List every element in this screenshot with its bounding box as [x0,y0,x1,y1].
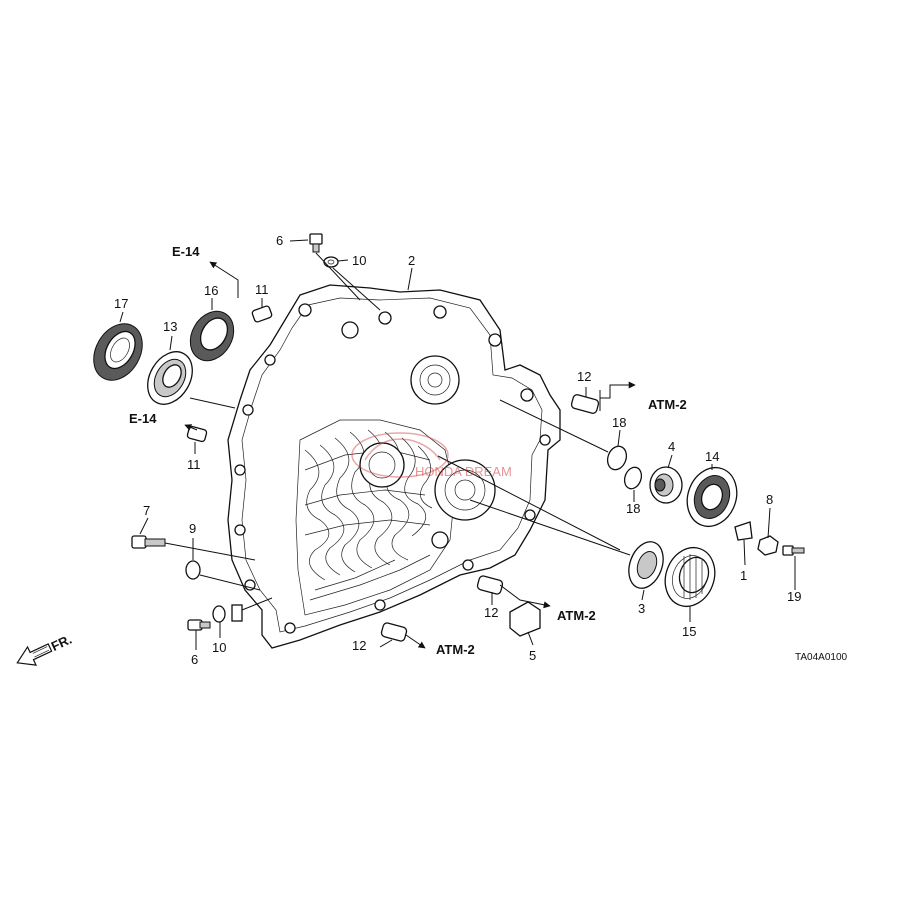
clip-1 [734,521,753,541]
cover-4 [649,466,683,504]
label-part-9: 9 [189,521,196,536]
front-arrow-icon [16,643,53,666]
bolt-19 [782,545,805,556]
bearing-15 [664,546,716,608]
bearing-14 [686,466,738,528]
flange-bolt-holes [234,303,551,634]
ref-atm2-bottom: ATM-2 [436,642,475,657]
label-part-10: 10 [352,253,366,268]
label-part-8: 8 [766,492,773,507]
label-part-19: 19 [787,589,801,604]
label-part-13: 13 [163,319,177,334]
label-part-17: 17 [114,296,128,311]
part-labels: 6 10 2 11 17 16 13 11 7 9 6 10 12 18 18 … [114,233,801,667]
ref-e14-mid: E-14 [129,411,157,426]
label-part-18: 18 [626,501,640,516]
watermark-text: HONDA DREAM [415,464,512,479]
label-part-12: 12 [352,638,366,653]
front-direction-indicator: FR. [16,632,74,666]
o-ring-18-lower [623,466,643,490]
label-part-12: 12 [484,605,498,620]
dowel-pin-11-top [251,305,273,323]
reference-arrows [184,261,636,649]
front-label: FR. [49,632,74,654]
washer-9 [185,560,201,580]
label-part-6: 6 [191,652,198,667]
label-part-7: 7 [143,503,150,518]
dowel-pin-12-bottom [380,622,408,642]
ref-atm2-mid: ATM-2 [557,608,596,623]
label-part-14: 14 [705,449,719,464]
figure-code: TA04A0100 [795,652,848,663]
o-ring-18-upper [606,445,628,471]
ref-e14-top: E-14 [172,244,200,259]
label-part-15: 15 [682,624,696,639]
label-part-12: 12 [577,369,591,384]
bearing-13 [147,351,193,405]
bolt-7 [131,535,166,549]
nut-8 [757,535,779,556]
washer-10-top [323,256,339,268]
bolt-6-top [309,233,323,253]
oil-seal-17 [93,323,143,381]
label-part-18: 18 [612,415,626,430]
label-part-6: 6 [276,233,283,248]
oil-seal-16 [189,310,235,362]
label-part-10: 10 [212,640,226,655]
label-part-1: 1 [740,568,747,583]
leader-lines [119,239,796,650]
washer-10-bottom [212,605,226,623]
shim-3 [628,541,664,589]
housing-bores [359,355,496,549]
label-part-5: 5 [529,648,536,663]
label-part-11: 11 [255,282,269,297]
dowel-pin-11-mid [186,425,208,443]
transmission-housing [227,284,561,649]
label-part-16: 16 [204,283,218,298]
watermark: HONDA DREAM [351,432,512,479]
reference-labels: E-14 E-14 ATM-2 ATM-2 ATM-2 [129,244,687,657]
bracket-5 [509,601,541,637]
label-part-2: 2 [408,253,415,268]
bolt-6-bottom [187,619,211,631]
label-part-3: 3 [638,601,645,616]
dowel-pin-12-mid [476,575,504,595]
dowel-pin-12-right [570,394,600,414]
ref-atm2-right: ATM-2 [648,397,687,412]
label-part-11: 11 [187,457,201,472]
valve-body-channels [304,429,433,601]
label-part-4: 4 [668,439,675,454]
